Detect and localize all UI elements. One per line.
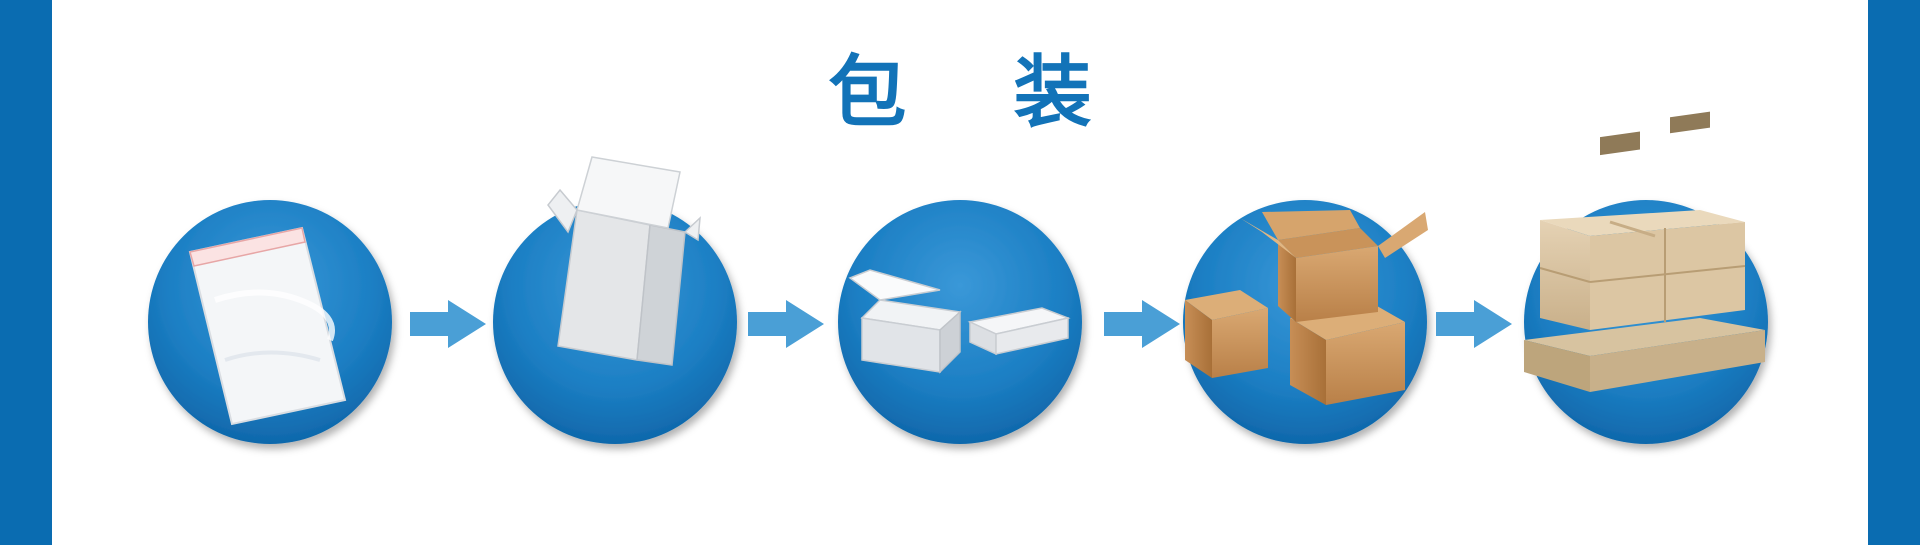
white-mailer-box-icon [848,269,1071,374]
step-pallet [1524,111,1768,444]
right-side-bar [1868,0,1920,545]
palletized-cartons-icon [1524,111,1765,392]
step-cartons [1183,200,1428,444]
ziplock-bag-icon [188,226,347,426]
cardboard-cartons-icon [1185,210,1428,405]
step-white-box [493,156,737,444]
open-white-box-icon [547,156,701,366]
page-title: 包 装 [828,48,1132,138]
arrow-icon [1104,300,1180,348]
arrow-icon [410,300,486,348]
arrow-icon [1436,300,1512,348]
step-poly-bag [148,200,392,444]
arrow-icon [748,300,824,348]
step-mailer-box [838,200,1082,444]
left-side-bar [0,0,52,545]
